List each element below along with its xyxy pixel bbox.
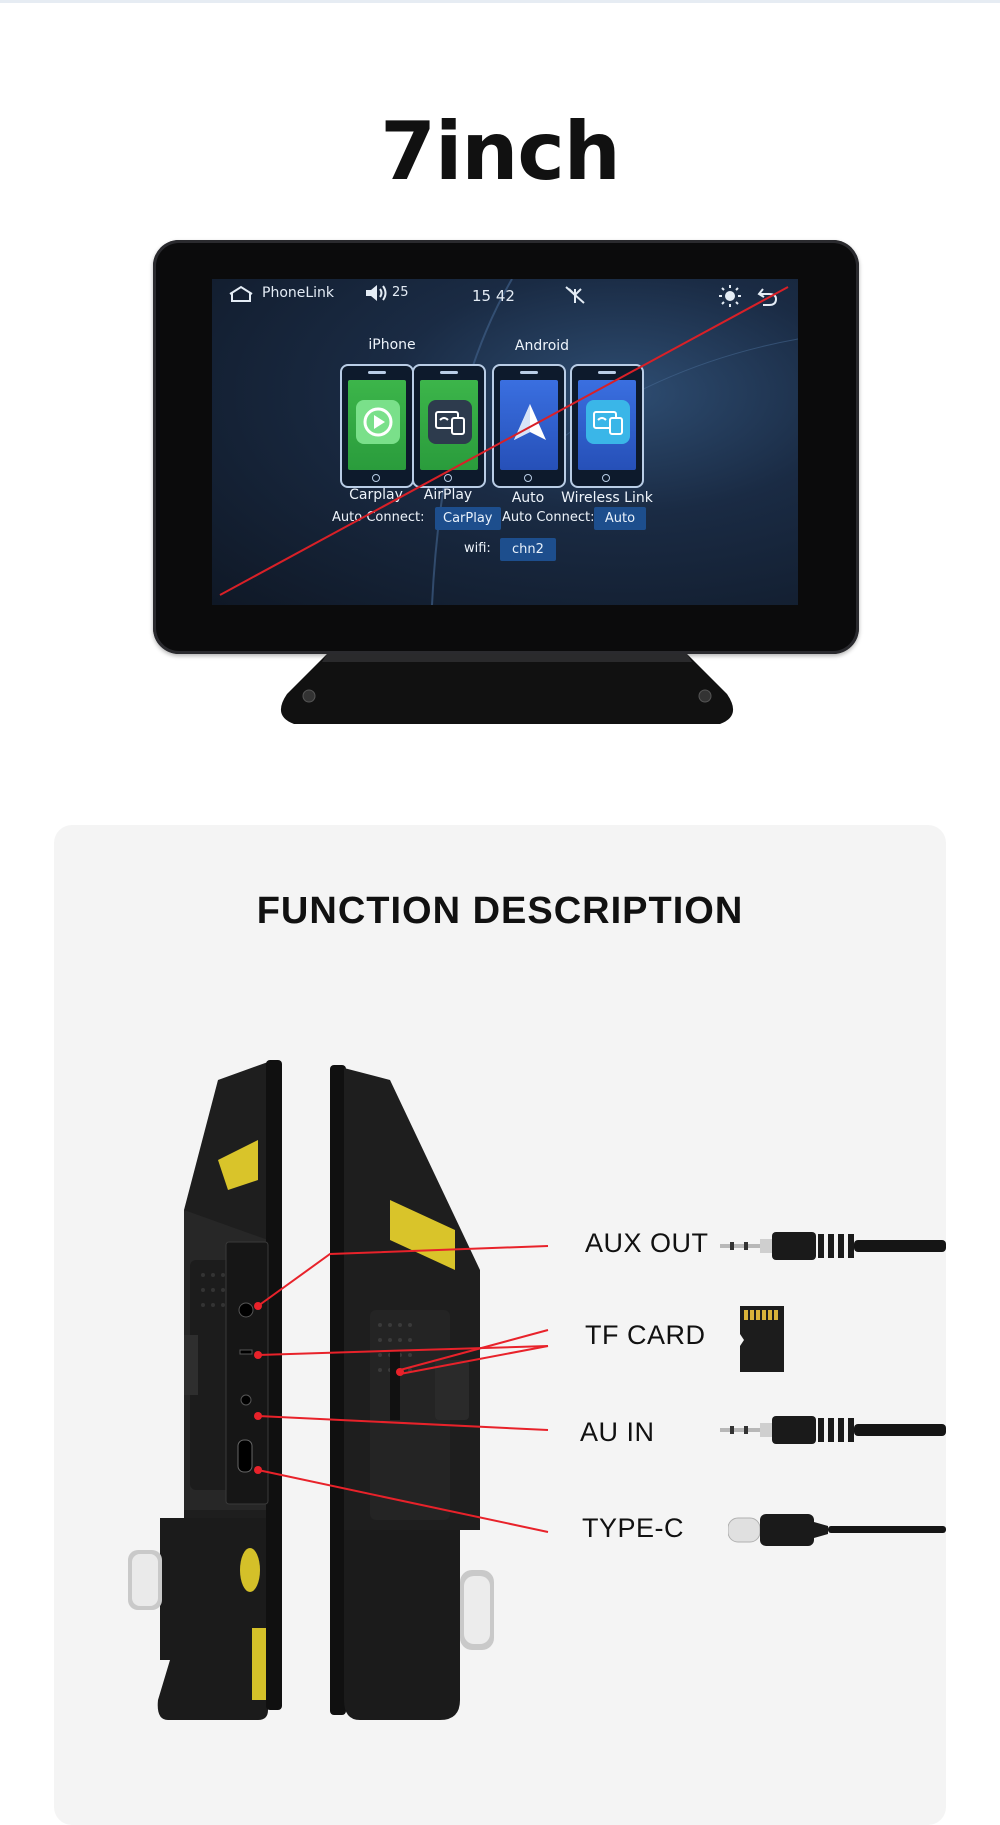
monitor-stand xyxy=(280,654,734,724)
android-auto-tile[interactable] xyxy=(492,364,566,488)
volume-icon[interactable] xyxy=(364,283,388,308)
device-side-view-right xyxy=(330,1065,494,1720)
wireless-link-icon xyxy=(586,400,630,449)
audio-jack-cable-icon xyxy=(720,1232,946,1260)
clock-time: 15 42 xyxy=(472,287,515,305)
android-auto-connect-select[interactable]: Auto xyxy=(594,507,646,530)
android-auto-connect-label: Auto Connect: xyxy=(502,510,595,525)
usb-c-cable-icon xyxy=(728,1514,946,1546)
volume-level: 25 xyxy=(392,285,409,300)
page-headline: 7inch xyxy=(380,105,620,198)
port-label-type-c: TYPE-C xyxy=(582,1513,685,1543)
android-header: Android xyxy=(514,338,570,354)
airplay-screen-icon xyxy=(428,400,472,449)
iphone-header: iPhone xyxy=(368,337,416,353)
wifi-label: wifi: xyxy=(464,541,491,556)
tile-label: Carplay xyxy=(349,487,403,503)
back-icon[interactable] xyxy=(757,285,779,312)
brightness-icon[interactable] xyxy=(719,285,741,312)
iphone-auto-connect-select[interactable]: CarPlay xyxy=(435,507,501,530)
carplay-tile[interactable] xyxy=(340,364,414,488)
red-strike-line xyxy=(219,286,789,596)
microsd-card-icon xyxy=(740,1306,784,1372)
monitor-screen: PhoneLink 25 15 42 iPhone Android xyxy=(212,279,798,605)
port-label-au-in: AU IN xyxy=(580,1417,655,1447)
no-signal-icon xyxy=(564,285,586,310)
audio-jack-cable-icon xyxy=(720,1416,946,1444)
top-divider xyxy=(0,0,1000,3)
port-label-tf-card: TF CARD xyxy=(585,1320,706,1350)
app-name: PhoneLink xyxy=(262,285,335,301)
tile-label: Auto xyxy=(511,490,545,506)
tile-label: AirPlay xyxy=(423,487,473,503)
device-side-view-left xyxy=(128,1060,282,1720)
function-title: FUNCTION DESCRIPTION xyxy=(256,890,744,932)
port-label-aux-out: AUX OUT xyxy=(585,1228,709,1258)
home-icon[interactable] xyxy=(228,285,254,308)
wifi-network-select[interactable]: chn2 xyxy=(500,538,556,561)
airplay-tile[interactable] xyxy=(412,364,486,488)
tile-label: Wireless Link xyxy=(561,490,653,506)
carplay-play-icon xyxy=(356,400,400,449)
